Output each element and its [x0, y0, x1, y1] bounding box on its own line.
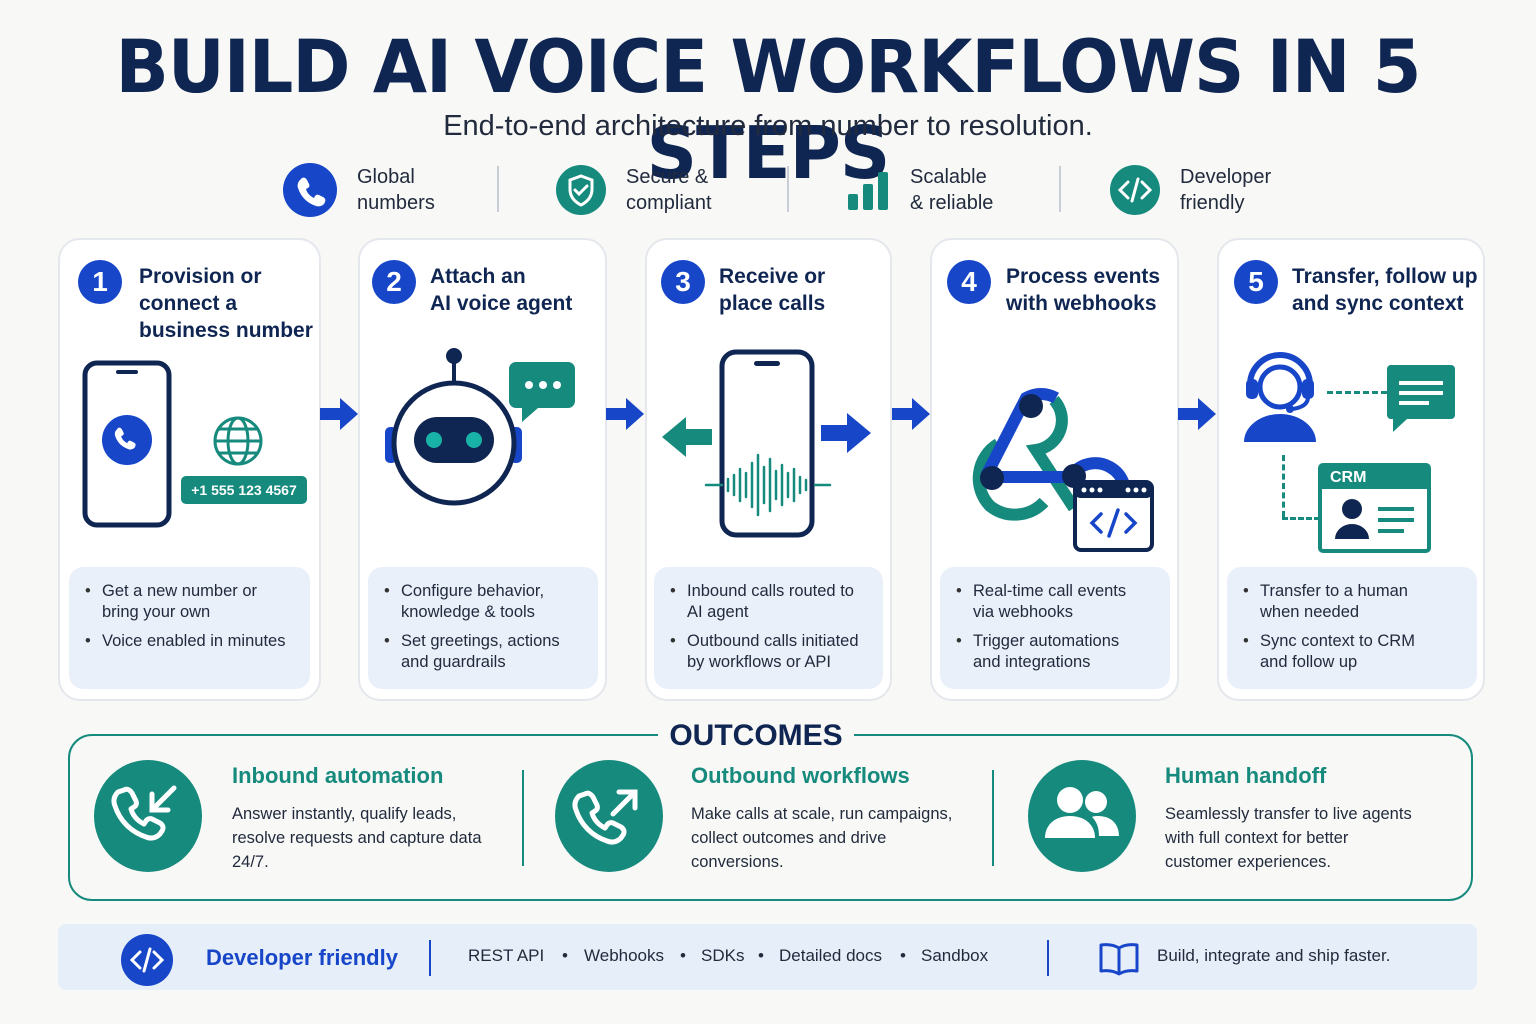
feature-label: Secure & compliant	[626, 166, 712, 214]
call-phone-icon	[662, 349, 871, 538]
bullet: Configure behavior, knowledge & tools	[382, 581, 584, 623]
page-title: BUILD AI VOICE WORKFLOWS IN 5 STEPS	[115, 23, 1422, 197]
feature-label: Developer friendly	[1180, 166, 1272, 214]
bullet: Sync context to CRM and follow up	[1241, 631, 1463, 673]
divider	[787, 166, 789, 212]
outcome-text: Seamlessly transfer to live agents with …	[1165, 805, 1412, 871]
bullet-dot: •	[900, 946, 906, 965]
agent-icon	[1244, 352, 1316, 442]
bullet: Outbound calls initiated by workflows or…	[668, 631, 869, 673]
phone-incoming-icon	[111, 785, 177, 841]
outcome-title: Human handoff	[1165, 763, 1327, 788]
bullet-dot: •	[758, 946, 764, 965]
footer-item: REST API	[468, 946, 545, 965]
outcomes-label: OUTCOMES	[658, 716, 854, 756]
arrow-right-icon	[320, 398, 358, 430]
chat-icon	[1387, 365, 1455, 432]
step-title: Receive or place calls	[719, 265, 826, 315]
dashed-connector	[1282, 455, 1285, 517]
step-title: Attach an AI voice agent	[430, 265, 573, 315]
footer-tagline: Build, integrate and ship faster.	[1157, 946, 1391, 965]
feature-label: Global numbers	[357, 166, 435, 214]
divider	[497, 166, 499, 212]
shield-check-icon	[556, 165, 606, 215]
footer-label: Developer friendly	[206, 945, 398, 970]
step-bullets-5: Transfer to a human when neededSync cont…	[1227, 567, 1477, 689]
feature-global-numbers: Global numbers	[283, 160, 435, 220]
step-bullets-1: Get a new number or bring your ownVoice …	[69, 567, 310, 689]
users-icon	[1045, 787, 1119, 838]
divider	[522, 770, 524, 866]
outcome-icon-circle	[555, 760, 663, 872]
footer-bar	[58, 924, 1477, 990]
phone-icon	[283, 163, 337, 217]
footer-item: Detailed docs	[779, 946, 883, 965]
step-title: Process events with webhooks	[1006, 265, 1161, 315]
divider	[992, 770, 994, 866]
footer-item: Webhooks	[584, 946, 665, 965]
globe-icon	[213, 416, 263, 466]
phone-number-badge: +1 555 123 4567	[181, 476, 307, 504]
code-icon	[121, 934, 173, 986]
robot-icon	[385, 348, 575, 506]
book-icon	[1099, 943, 1139, 976]
code-icon	[1110, 165, 1160, 215]
feature-developer: Developer friendly	[1110, 160, 1271, 220]
bullet-dot: •	[680, 946, 686, 965]
step-title: Provision or connect a business number	[139, 265, 313, 342]
feature-secure: Secure & compliant	[556, 160, 712, 220]
step-bullets-3: Inbound calls routed to AI agentOutbound…	[654, 567, 883, 689]
step-number: 1	[78, 260, 122, 304]
phone-outgoing-icon	[572, 789, 638, 845]
bullet: Trigger automations and integrations	[954, 631, 1156, 673]
outcome-text: Make calls at scale, run campaigns, coll…	[691, 805, 953, 871]
page-subtitle: End-to-end architecture from number to r…	[443, 110, 1093, 142]
feature-label: Scalable & reliable	[910, 166, 994, 214]
contact-icon	[1335, 499, 1414, 539]
step-number: 5	[1234, 260, 1278, 304]
smartphone-icon	[82, 360, 172, 528]
bullet: Get a new number or bring your own	[83, 581, 296, 623]
divider	[1047, 940, 1049, 976]
arrow-right-icon	[606, 398, 644, 430]
outcome-title: Outbound workflows	[691, 763, 910, 788]
bullet: Set greetings, actions and guardrails	[382, 631, 584, 673]
bullet: Real-time call events via webhooks	[954, 581, 1156, 623]
webhook-icon	[972, 388, 1154, 552]
outcome-title: Inbound automation	[232, 763, 444, 788]
divider	[1059, 166, 1061, 212]
bullet: Voice enabled in minutes	[83, 631, 296, 652]
bullet: Transfer to a human when needed	[1241, 581, 1463, 623]
outcome-icon-circle	[94, 760, 202, 872]
divider	[429, 940, 431, 976]
crm-card: CRM	[1318, 463, 1431, 553]
step-number: 3	[661, 260, 705, 304]
crm-label: CRM	[1322, 467, 1427, 489]
bar-chart-icon	[848, 172, 888, 210]
arrow-right-icon	[892, 398, 930, 430]
footer-item: SDKs	[701, 946, 745, 965]
footer-item: Sandbox	[921, 946, 989, 965]
outcome-icon-circle	[1028, 760, 1136, 872]
bullet-dot: •	[562, 946, 568, 965]
arrow-right-icon	[1178, 398, 1216, 430]
step-bullets-4: Real-time call events via webhooksTrigge…	[940, 567, 1170, 689]
step-number: 2	[372, 260, 416, 304]
feature-scalable: Scalable & reliable	[846, 160, 993, 220]
step-title: Transfer, follow up and sync context	[1292, 265, 1478, 315]
bullet: Inbound calls routed to AI agent	[668, 581, 869, 623]
step-number: 4	[947, 260, 991, 304]
step-bullets-2: Configure behavior, knowledge & toolsSet…	[368, 567, 598, 689]
outcome-text: Answer instantly, qualify leads, resolve…	[232, 805, 482, 871]
dashed-connector	[1327, 391, 1387, 394]
dashed-connector	[1282, 517, 1320, 520]
